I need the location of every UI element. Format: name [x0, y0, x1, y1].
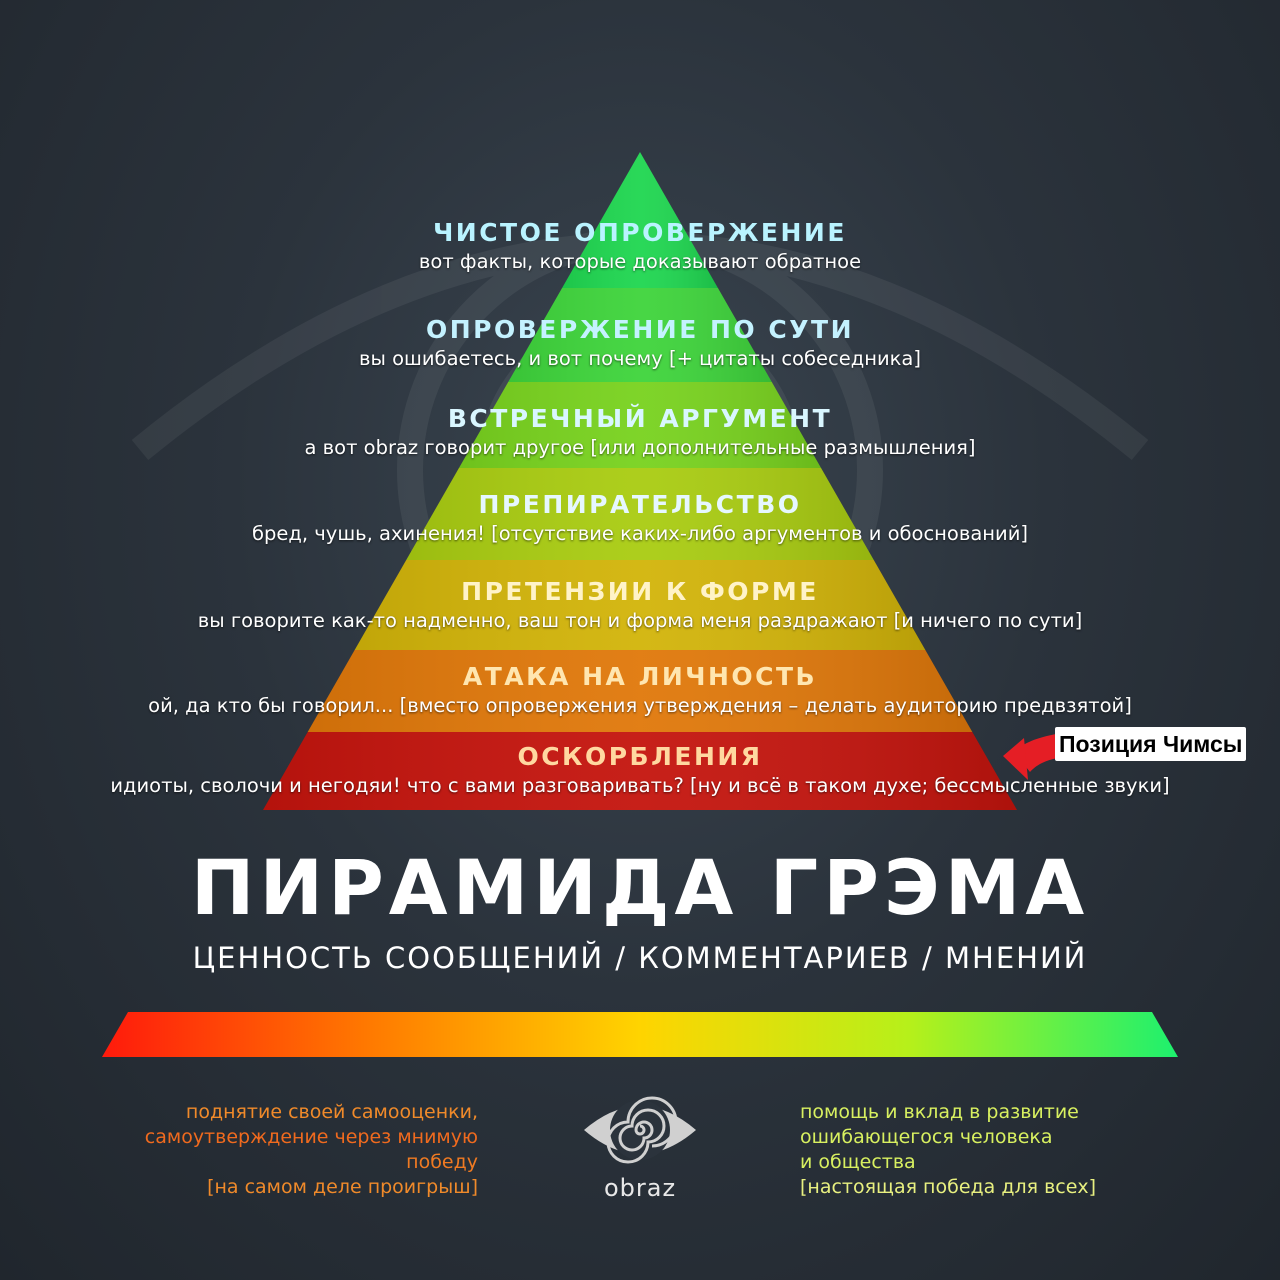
right-caption-line: и общества	[800, 1151, 916, 1173]
main-title: ПИРАМИДА ГРЭМА	[190, 843, 1090, 932]
pyramid-levels	[263, 152, 1017, 810]
level-title: ОСКОРБЛЕНИЯ	[517, 742, 763, 771]
left-caption-line: [на самом деле проигрыш]	[207, 1176, 478, 1198]
red-arrow-icon	[1003, 734, 1058, 780]
level-subtitle: вы говорите как-то надменно, ваш тон и ф…	[197, 609, 1083, 632]
pyramid-level-text: ОПРОВЕРЖЕНИЕ ПО СУТИ вы ошибаетесь, и вот…	[0, 315, 1280, 371]
value-gradient-bar	[102, 1012, 1178, 1057]
pyramid-level-text: ПРЕТЕНЗИИ К ФОРМЕ вы говорите как-то надм…	[0, 577, 1280, 633]
right-caption: помощь и вклад в развитие ошибающегося че…	[800, 1100, 1220, 1200]
pyramid-level-shade	[307, 650, 973, 732]
left-caption-line: самоутверждение через мнимую	[144, 1126, 478, 1148]
pyramid-level-text: АТАКА НА ЛИЧНОСТЬ ой, да кто бы говорил..…	[0, 662, 1280, 718]
pyramid-level-shade	[263, 732, 1017, 810]
pyramid-level-text: ПРЕПИРАТЕЛЬСТВО бред, чушь, ахинения! [от…	[0, 490, 1280, 546]
pyramid-level-shade	[508, 288, 772, 382]
annotation-label: Позиция Чимсы	[1055, 727, 1247, 761]
level-title: ВСТРЕЧНЫЙ АРГУМЕНТ	[447, 404, 833, 433]
pyramid-level-shade	[406, 468, 874, 560]
pyramid-level-text: ОСКОРБЛЕНИЯ идиоты, сволочи и негодяи! чт…	[0, 742, 1280, 798]
main-subtitle: ЦЕННОСТЬ СООБЩЕНИЙ / КОММЕНТАРИЕВ / МНЕН…	[192, 941, 1088, 975]
level-subtitle: вы ошибаетесь, и вот почему [+ цитаты со…	[359, 347, 921, 370]
level-subtitle: ой, да кто бы говорил... [вместо опровер…	[148, 694, 1132, 717]
level-subtitle: вот факты, которые доказывают обратное	[418, 250, 862, 273]
eye-spiral-icon	[584, 1096, 696, 1164]
left-caption-line: победу	[406, 1151, 478, 1173]
level-subtitle: бред, чушь, ахинения! [отсутствие каких-…	[251, 522, 1028, 545]
left-caption: поднятие своей самооценки, самоутверждени…	[58, 1100, 478, 1200]
logo-text: obraz	[603, 1174, 677, 1202]
level-title: АТАКА НА ЛИЧНОСТЬ	[462, 662, 818, 691]
right-caption-line: ошибающегося человека	[800, 1126, 1053, 1148]
pyramid-level-shade	[562, 152, 718, 288]
pyramid-level-shade	[354, 560, 926, 650]
right-caption-line: помощь и вклад в развитие	[800, 1101, 1079, 1123]
level-subtitle: идиоты, сволочи и негодяи! что с вами ра…	[110, 774, 1170, 797]
pyramid-level-text: ВСТРЕЧНЫЙ АРГУМЕНТ а вот obraz говорит др…	[0, 404, 1280, 460]
obraz-logo: obraz	[580, 1090, 700, 1202]
left-caption-line: поднятие своей самооценки,	[185, 1101, 478, 1123]
level-subtitle: а вот obraz говорит другое [или дополнит…	[304, 436, 976, 459]
level-title: ОПРОВЕРЖЕНИЕ ПО СУТИ	[426, 315, 854, 344]
level-title: ЧИСТОЕ ОПРОВЕРЖЕНИЕ	[433, 218, 847, 247]
pyramid-level-text: ЧИСТОЕ ОПРОВЕРЖЕНИЕ вот факты, которые до…	[0, 218, 1280, 274]
level-title: ПРЕПИРАТЕЛЬСТВО	[478, 490, 802, 519]
right-caption-line: [настоящая победа для всех]	[800, 1176, 1097, 1198]
pyramid-level-shade	[458, 382, 822, 468]
level-title: ПРЕТЕНЗИИ К ФОРМЕ	[461, 577, 819, 606]
